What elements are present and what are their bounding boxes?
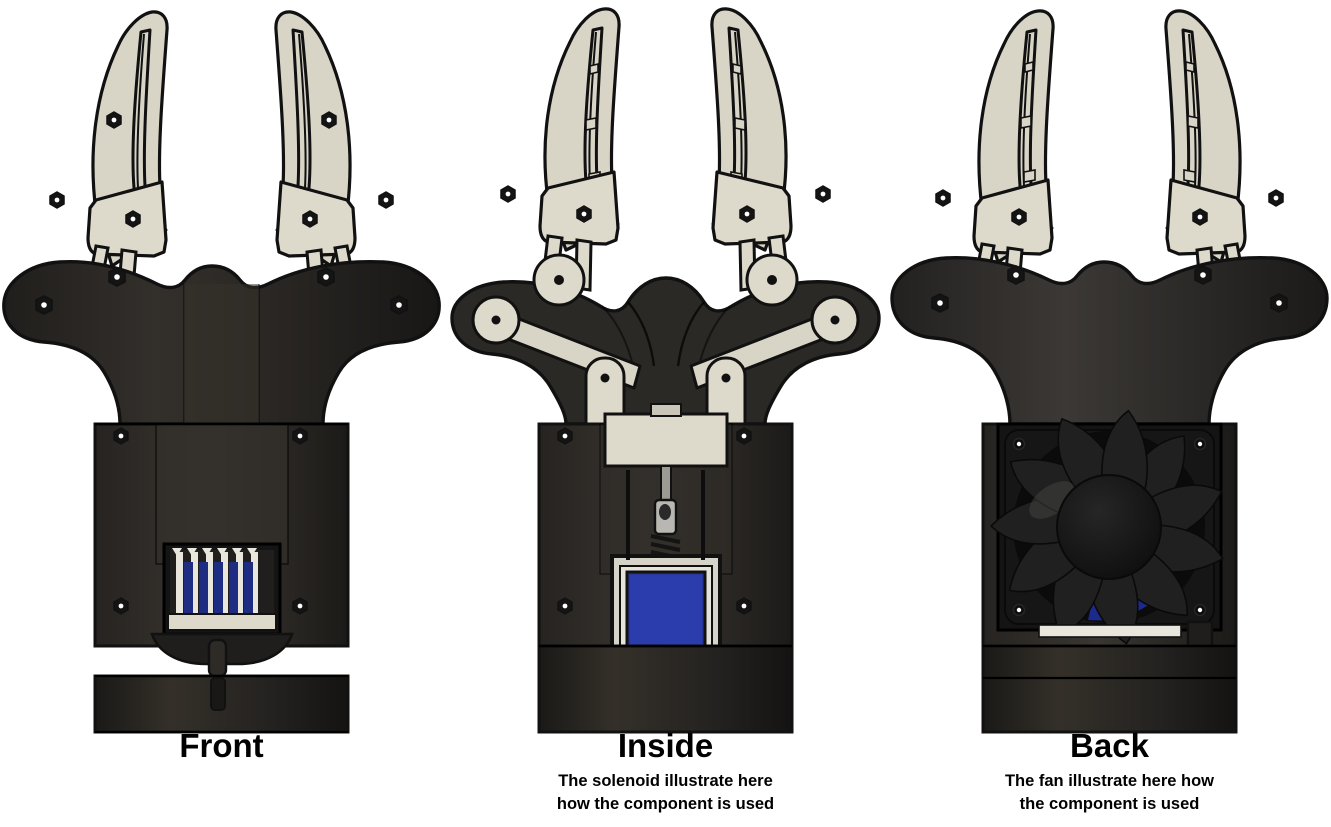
pin-connector	[162, 542, 282, 636]
gripper-finger-right	[710, 7, 831, 292]
gripper-finger-left	[49, 10, 169, 302]
hex-bolt	[106, 111, 122, 129]
back-view-drawing	[890, 9, 1329, 734]
hex-bolt	[500, 185, 516, 203]
hex-bolt	[739, 205, 755, 223]
hex-bolt	[815, 185, 831, 203]
hex-bolt	[125, 210, 141, 228]
hex-bolt	[292, 597, 308, 615]
gripper-finger-right	[274, 10, 394, 302]
gripper-finger-left	[500, 7, 621, 292]
hex-bolt	[1194, 265, 1212, 285]
caption-front: Front	[0, 726, 443, 766]
cooling-fan	[989, 409, 1224, 645]
hex-bolt	[292, 427, 308, 445]
hex-bolt	[736, 427, 752, 445]
hex-bolt	[557, 597, 573, 615]
hex-bolt	[113, 597, 129, 615]
hex-bolt	[557, 427, 573, 445]
view-panel-back: Back The fan illustrate here how the com…	[888, 0, 1331, 827]
hex-bolt	[378, 191, 394, 209]
connector-pins	[172, 548, 258, 614]
hex-bolt	[935, 189, 951, 207]
view-title-inside: Inside	[617, 727, 714, 764]
hex-bolt	[931, 293, 949, 313]
front-view-drawing	[2, 10, 441, 734]
hex-bolt	[1011, 208, 1027, 226]
hex-bolt	[321, 111, 337, 129]
view-subtitle-back: The fan illustrate here how the componen…	[1004, 772, 1215, 813]
gripper-shoulder-body	[890, 256, 1329, 426]
hex-bolt	[1268, 189, 1284, 207]
view-title-front: Front	[179, 727, 264, 764]
hex-bolt	[317, 267, 335, 287]
hex-bolt	[49, 191, 65, 209]
hex-bolt	[1270, 293, 1288, 313]
inside-view-drawing	[450, 7, 881, 734]
gripper-shoulder-body	[450, 276, 881, 426]
gripper-finger-left	[935, 9, 1055, 300]
hex-bolt	[736, 597, 752, 615]
view-panel-front: Front	[0, 0, 443, 827]
hex-bolt	[1192, 208, 1208, 226]
hex-bolt	[1007, 265, 1025, 285]
view-panel-inside: Inside The solenoid illustrate here how …	[444, 0, 887, 827]
view-title-back: Back	[1070, 727, 1149, 764]
view-subtitle-inside: The solenoid illustrate here how the com…	[556, 772, 775, 813]
gripper-cable-clip	[1186, 620, 1214, 650]
hex-bolt	[35, 295, 53, 315]
gripper-base-block	[537, 644, 794, 734]
gripper-shoulder-body	[2, 260, 441, 426]
hex-bolt	[113, 427, 129, 445]
hex-bolt	[576, 205, 592, 223]
hex-bolt	[108, 267, 126, 287]
gripper-base-block	[93, 674, 350, 734]
gripper-lower-shroud	[150, 632, 294, 678]
hex-bolt	[302, 210, 318, 228]
gripper-base-block	[981, 644, 1238, 734]
caption-back: Back The fan illustrate here how the com…	[888, 726, 1331, 816]
hex-bolt	[390, 295, 408, 315]
gripper-finger-right	[1164, 9, 1284, 300]
caption-inside: Inside The solenoid illustrate here how …	[444, 726, 887, 816]
